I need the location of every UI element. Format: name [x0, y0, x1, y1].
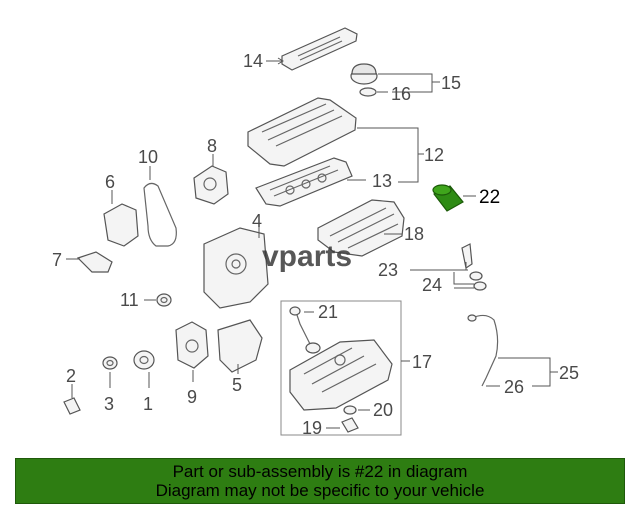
- part-22-oil-filter[interactable]: [432, 184, 464, 212]
- callout-18: 18: [404, 224, 424, 244]
- callout-13: 13: [372, 171, 392, 191]
- callout-2: 2: [66, 366, 76, 386]
- callout-21: 21: [318, 302, 338, 322]
- callout-1: 1: [143, 394, 153, 414]
- callout-24: 24: [422, 275, 442, 295]
- part-8-timing-guide[interactable]: [193, 165, 229, 205]
- callout-11: 11: [120, 290, 139, 310]
- callout-3: 3: [104, 394, 114, 414]
- part-5-bracket[interactable]: [217, 319, 263, 373]
- part-15-oil-cap[interactable]: [350, 63, 378, 85]
- callout-26: 26: [504, 377, 524, 397]
- callout-23: 23: [378, 260, 398, 280]
- part-18-manifold[interactable]: [317, 199, 405, 257]
- part-2-bolt[interactable]: [63, 397, 81, 415]
- part-16-seal[interactable]: [359, 87, 377, 97]
- callout-12: 12: [424, 145, 444, 165]
- callout-7: 7: [52, 250, 62, 270]
- part-11-seal[interactable]: [156, 293, 172, 307]
- callout-19: 19: [302, 418, 322, 438]
- part-10-timing-chain[interactable]: [143, 182, 177, 247]
- part-13-gasket[interactable]: [255, 157, 353, 207]
- callout-8: 8: [207, 136, 217, 156]
- callout-15: 15: [441, 73, 461, 93]
- oil-pan-group-frame: [280, 300, 402, 436]
- callout-4: 4: [252, 211, 262, 231]
- callout-9: 9: [187, 387, 197, 407]
- vparts-watermark: vparts: [262, 240, 352, 273]
- callout-17: 17: [412, 352, 432, 372]
- part-19-drain-plug[interactable]: [341, 417, 359, 433]
- callout-5: 5: [232, 375, 242, 395]
- parts-diagram: 14 15 16 12 13 22 18: [52, 27, 579, 438]
- callout-20: 20: [373, 400, 393, 420]
- part-1-pulley[interactable]: [133, 350, 155, 370]
- svg-text:vparts: vparts: [262, 240, 352, 273]
- part-14-cover[interactable]: [281, 27, 358, 71]
- callout-16: 16: [391, 84, 411, 104]
- part-21-pickup[interactable]: [289, 306, 321, 354]
- part-4-front-cover[interactable]: [203, 227, 269, 309]
- part-12-valve-cover[interactable]: [247, 97, 357, 167]
- banner-line-2: Diagram may not be specific to your vehi…: [155, 481, 485, 500]
- info-banner: Part or sub-assembly is #22 in diagram D…: [15, 458, 625, 504]
- part-9-cover[interactable]: [175, 321, 209, 369]
- part-23-sensor[interactable]: [461, 243, 487, 291]
- part-25-dipstick-tube[interactable]: [467, 314, 499, 387]
- part-6-cover[interactable]: [103, 203, 139, 247]
- part-3-washer[interactable]: [102, 356, 118, 370]
- banner-line-1: Part or sub-assembly is #22 in diagram: [172, 462, 468, 481]
- part-7-bracket[interactable]: [76, 251, 113, 273]
- part-20-washer[interactable]: [343, 405, 357, 415]
- callout-25: 25: [559, 363, 579, 383]
- callout-6: 6: [105, 172, 115, 192]
- callout-14: 14: [243, 51, 263, 71]
- callout-10: 10: [138, 147, 158, 167]
- part-17-oil-pan[interactable]: [289, 339, 393, 411]
- callout-22: 22: [479, 187, 500, 208]
